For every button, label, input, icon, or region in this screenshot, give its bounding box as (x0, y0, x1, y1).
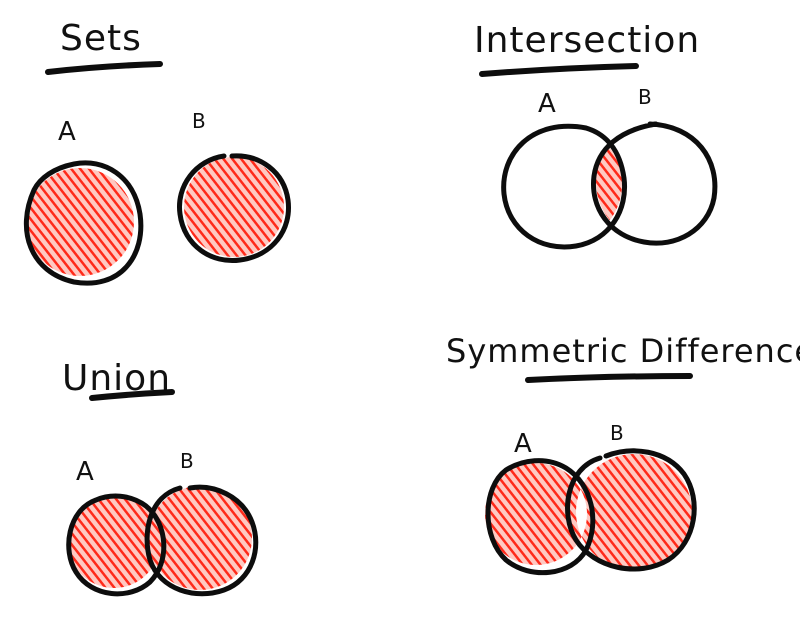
set-b-only-fill (576, 454, 692, 570)
set-b-fill (184, 157, 284, 257)
set-label-a: A (538, 89, 556, 119)
panel-sets: Sets A B (23, 18, 291, 286)
set-a-outline (66, 493, 167, 597)
set-label-a: A (514, 429, 532, 459)
set-label-b: B (638, 85, 652, 109)
set-a-fill (68, 496, 160, 588)
panel-title-sets: Sets (60, 18, 142, 59)
panel-title-symmetric-difference: Symmetric Difference (446, 332, 800, 370)
panel-title-intersection: Intersection (474, 20, 700, 61)
set-a-fill (26, 168, 134, 276)
title-underline (89, 389, 175, 401)
title-underline (479, 63, 639, 77)
set-label-b: B (192, 109, 206, 133)
panel-intersection: Intersection A B (474, 20, 718, 250)
set-label-b: B (180, 449, 194, 473)
title-underline (525, 373, 693, 383)
set-a-outline (501, 123, 628, 250)
set-label-b: B (610, 421, 624, 445)
set-a-outline (23, 160, 144, 286)
set-label-a: A (58, 117, 76, 147)
set-b-outline (177, 153, 291, 264)
set-label-a: A (76, 457, 94, 487)
set-a-only-fill (485, 463, 587, 565)
panel-symmetric-difference: Symmetric Difference A B (446, 332, 800, 576)
set-b-fill (148, 486, 252, 590)
set-b-outline (144, 484, 259, 597)
set-b-outline (565, 448, 697, 572)
title-underline (45, 61, 163, 75)
panel-union: Union A B (62, 358, 259, 597)
set-b-outline (591, 121, 718, 246)
